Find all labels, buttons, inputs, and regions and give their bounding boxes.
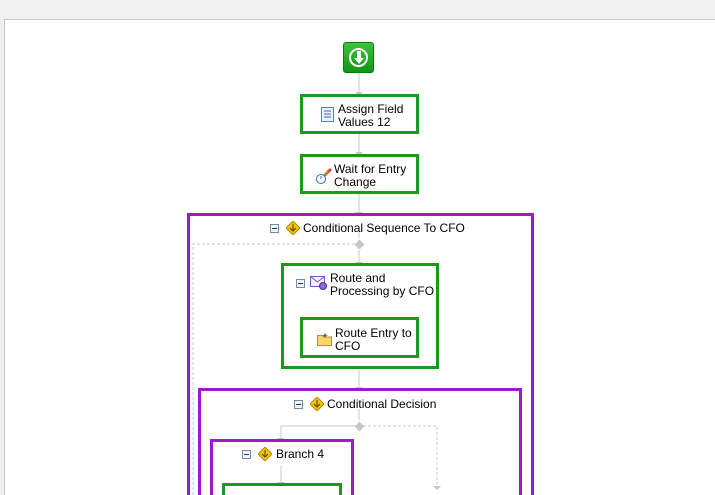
container-conditional-decision[interactable] [198,388,522,495]
collapse-minus-icon[interactable] [242,450,251,459]
pencil-clock-icon [316,167,333,184]
activity-label-line1: Wait for Entry [334,162,407,176]
activity-assign-field-values[interactable]: Assign Field Values 12 [300,94,419,134]
container-title: Conditional Decision [327,397,437,411]
activity-label-line1: Route and [330,271,386,285]
yellow-diamond-arrow-icon [286,221,300,235]
activity-label-line2: Values 12 [338,115,391,129]
workflow-canvas[interactable]: Assign Field Values 12 Wait for Entry Ch… [4,19,715,495]
container-title: Branch 4 [276,447,325,461]
document-list-icon [321,107,334,122]
activity-label-line1: Assign Field [338,102,404,116]
activity-partially-visible[interactable] [222,483,342,495]
container-branch-4[interactable] [210,439,354,495]
start-down-arrow-icon[interactable] [343,42,374,73]
envelope-gear-icon [310,276,327,290]
down-arrow-glyph [354,51,364,64]
activity-route-entry-to-cfo[interactable]: Route Entry to CFO [300,317,419,358]
collapse-minus-icon[interactable] [296,279,305,288]
activity-label-line1: Route Entry to [335,326,412,340]
yellow-diamond-arrow-icon [310,397,324,411]
yellow-diamond-arrow-icon [258,447,272,461]
collapse-minus-icon[interactable] [270,224,279,233]
collapse-minus-icon[interactable] [294,400,303,409]
activity-label-line2: Processing by CFO [330,284,435,298]
start-ring [349,48,368,67]
activity-wait-for-entry-change[interactable]: Wait for Entry Change [300,154,419,194]
activity-label-line2: CFO [335,339,361,353]
container-conditional-sequence[interactable] [187,213,534,495]
container-title: Conditional Sequence To CFO [303,221,465,235]
folder-icon [317,333,332,346]
activity-label-line2: Change [334,175,377,189]
